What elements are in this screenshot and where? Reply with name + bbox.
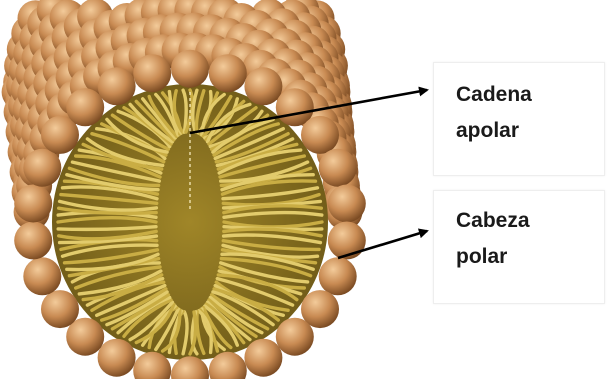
polar-head-sphere xyxy=(14,222,52,260)
polar-head-sphere xyxy=(171,50,209,88)
polar-head-sphere xyxy=(244,67,282,105)
polar-head-sphere xyxy=(328,185,366,223)
polar-head-sphere xyxy=(14,185,52,223)
polar-head-sphere xyxy=(23,257,61,295)
polar-head-sphere xyxy=(319,257,357,295)
head-label-box: Cabeza polar xyxy=(433,190,605,304)
polar-head-sphere xyxy=(244,339,282,377)
polar-head-sphere xyxy=(66,88,104,126)
polar-head-sphere xyxy=(319,149,357,187)
polar-head-sphere xyxy=(23,149,61,187)
chain-label-box: Cadena apolar xyxy=(433,62,605,176)
hydrophobic-core xyxy=(52,84,328,360)
polar-head-sphere xyxy=(209,54,247,92)
polar-head-sphere xyxy=(276,318,314,356)
polar-head-sphere xyxy=(98,67,136,105)
polar-head-sphere xyxy=(98,339,136,377)
head-label: Cabeza polar xyxy=(456,203,530,275)
chain-label: Cadena apolar xyxy=(456,77,532,149)
polar-head-sphere xyxy=(328,222,366,260)
polar-head-sphere xyxy=(41,290,79,328)
polar-head-sphere xyxy=(133,54,171,92)
polar-head-sphere xyxy=(301,116,339,154)
polar-head-sphere xyxy=(171,356,209,379)
bilayer-cylinder xyxy=(2,0,366,379)
